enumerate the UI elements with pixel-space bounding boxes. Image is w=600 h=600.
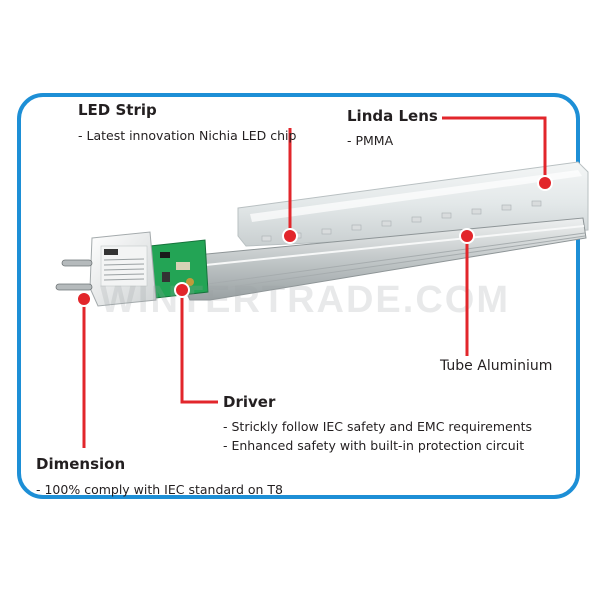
dimension-detail: - 100% comply with IEC standard on T8 — [36, 482, 283, 497]
tube-aluminium-title: Tube Aluminium — [440, 358, 553, 374]
blue-rounded-frame — [17, 93, 580, 499]
driver-callout-line — [180, 290, 218, 404]
callout-lines — [82, 116, 547, 448]
led-strip-title: LED Strip — [78, 101, 157, 119]
led-chips — [261, 200, 542, 242]
watermark-text: WINTERTRADE.COM — [100, 279, 510, 321]
linda-lens-shape — [237, 161, 589, 247]
driver-detail-1: - Strickly follow IEC safety and EMC req… — [223, 419, 533, 434]
dimension-title: Dimension — [36, 455, 126, 473]
callout-dots — [76, 175, 553, 307]
dimension-marker-dot — [76, 291, 92, 307]
linda-lens-detail: - PMMA — [347, 133, 394, 148]
end-cap-pins — [55, 259, 93, 291]
linda-lens-marker-dot — [537, 175, 553, 191]
led-strip-marker-dot — [282, 228, 298, 244]
linda-lens-callout-line — [442, 116, 547, 183]
driver-marker-dot — [174, 282, 190, 298]
linda-lens-title: Linda Lens — [347, 107, 438, 125]
driver-detail-2: - Enhanced safety with built-in protecti… — [223, 438, 525, 453]
tube-aluminium-marker-dot — [459, 228, 475, 244]
led-strip-detail: - Latest innovation Nichia LED chip — [78, 128, 297, 143]
end-cap — [89, 231, 157, 307]
driver-title: Driver — [223, 393, 276, 411]
